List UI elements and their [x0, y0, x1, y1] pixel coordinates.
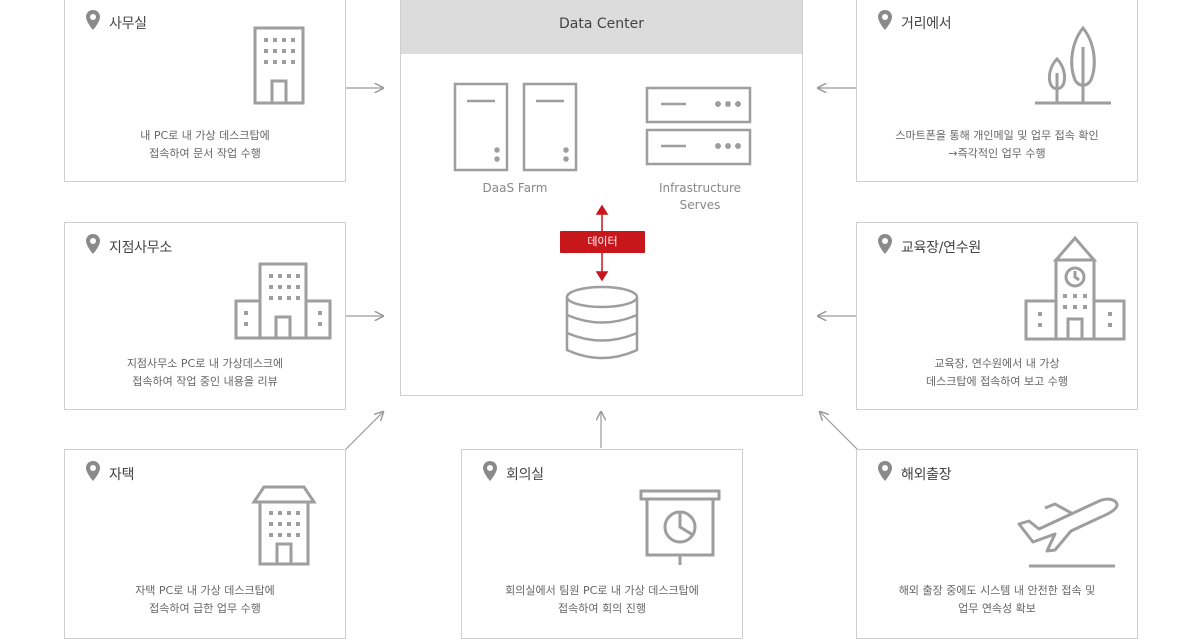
arrow-overseas [820, 412, 859, 451]
card-description: 교육장, 연수원에서 내 가상 데스크탑에 접속하여 보고 수행 [925, 357, 1069, 388]
card-description: 스마트폰을 통해 개인메일 및 업무 접속 확인 →즉각적인 업무 수행 [895, 129, 1099, 160]
daas-farm-label: DaaS Farm [482, 181, 548, 195]
arrow-home [344, 412, 383, 451]
infrastructure-label: Infrastructure Serves [658, 181, 742, 212]
school-building-icon [1024, 235, 1126, 341]
data-center-title: Data Center [401, 0, 802, 54]
card-training-center: 교육장/연수원 교육장, 연수원에서 내 가상 데스크탑에 접속하여 보고 수행 [856, 222, 1138, 410]
presentation-board-icon [639, 489, 721, 565]
home-building-icon [251, 485, 317, 566]
trees-icon [1035, 25, 1111, 105]
daas-farm-icon [453, 82, 578, 172]
card-description: 회의실에서 팀원 PC로 내 가상 데스크탑에 접속하여 회의 진행 [505, 584, 699, 615]
card-home: 자택 자택 PC로 내 가상 데스크탑에 접속하여 급한 업무 수행 [64, 449, 346, 639]
location-pin-icon [878, 234, 892, 254]
branch-building-icon [234, 262, 332, 340]
location-pin-icon [86, 461, 100, 481]
card-title: 사무실 [109, 16, 147, 32]
card-description: 해외 출장 중에도 시스템 내 안전한 접속 및 업무 연속성 확보 [898, 584, 1096, 615]
card-title: 해외출장 [901, 467, 952, 483]
card-office: 사무실 내 PC로 내 가상 데스크탑에 접속하여 문서 작업 수행 [64, 0, 346, 182]
card-description: 지점사무소 PC로 내 가상데스크에 접속하여 작업 중인 내용을 리뷰 [126, 357, 284, 388]
card-title: 교육장/연수원 [901, 240, 981, 256]
card-title: 지점사무소 [109, 240, 172, 256]
location-pin-icon [86, 234, 100, 254]
data-center-panel: Data Center [400, 0, 803, 396]
card-description: 내 PC로 내 가상 데스크탑에 접속하여 문서 작업 수행 [140, 129, 270, 160]
card-title: 자택 [109, 467, 135, 483]
infrastructure-server-icon [645, 86, 752, 166]
location-pin-icon [483, 461, 497, 481]
card-title: 회의실 [506, 467, 544, 483]
card-meeting-room: 회의실 회의실에서 팀원 PC로 내 가상 데스크탑에 접속하여 회의 진행 [461, 449, 743, 639]
card-branch-office: 지점사무소 지점사무소 PC로 내 가상데스크에 접속하여 작업 중인 내용을 … [64, 222, 346, 410]
airplane-takeoff-icon [1017, 497, 1119, 568]
location-pin-icon [878, 10, 892, 30]
data-badge: 데이터 [560, 231, 645, 253]
card-title: 거리에서 [901, 16, 952, 32]
card-description: 자택 PC로 내 가상 데스크탑에 접속하여 급한 업무 수행 [135, 584, 275, 615]
location-pin-icon [86, 10, 100, 30]
card-overseas-trip: 해외출장 해외 출장 중에도 시스템 내 안전한 접속 및 업무 연속성 확보 [856, 449, 1138, 639]
database-icon [565, 285, 639, 360]
office-building-icon [253, 26, 305, 105]
location-pin-icon [878, 461, 892, 481]
card-street: 거리에서 스마트폰을 통해 개인메일 및 업무 접속 확인 →즉각적인 업무 수… [856, 0, 1138, 182]
